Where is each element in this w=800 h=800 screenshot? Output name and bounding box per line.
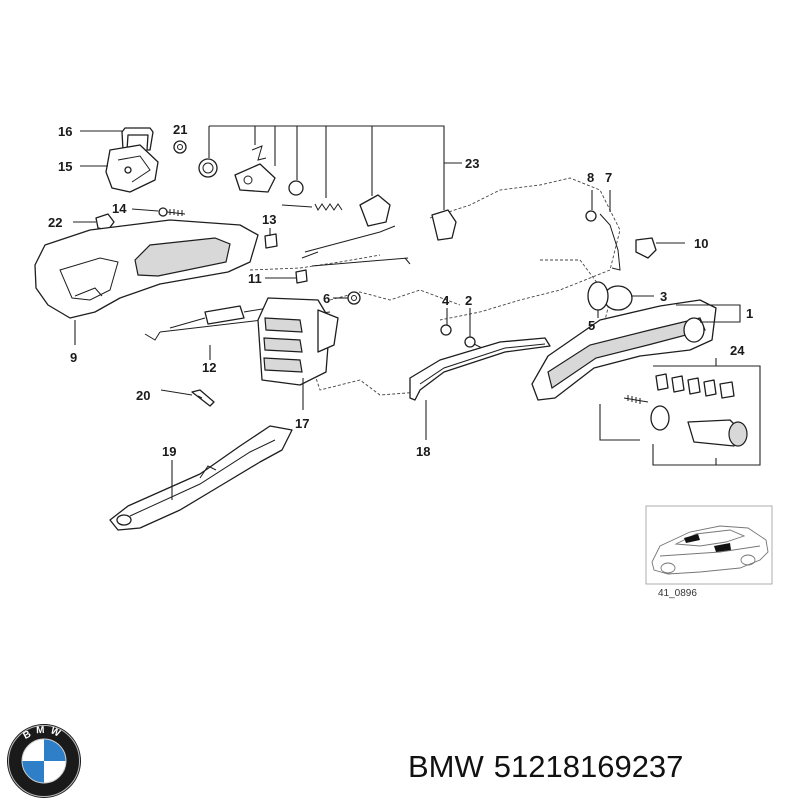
callout-22: 22 (48, 215, 62, 230)
part-10-clip (635, 237, 657, 259)
callout-14: 14 (112, 201, 127, 216)
callout-8: 8 (587, 170, 594, 185)
car-thumbnail: 41_0896 (645, 505, 773, 599)
callout-16: 16 (58, 124, 72, 139)
callout-11: 11 (248, 271, 262, 286)
callout-21: 21 (173, 122, 187, 137)
callout-5: 5 (588, 318, 595, 333)
callout-labels: 16 21 15 23 8 7 14 22 13 10 11 6 4 2 3 1… (48, 122, 753, 459)
callout-6: 6 (323, 291, 330, 306)
part-23-assembly (198, 145, 457, 241)
part-24-lock-cylinder (623, 373, 748, 447)
callout-2: 2 (465, 293, 472, 308)
callout-3: 3 (660, 289, 667, 304)
leader-lines (73, 125, 761, 500)
callout-19: 19 (162, 444, 176, 459)
part-15-bracket (105, 144, 159, 193)
part-13-clip (264, 233, 278, 249)
callout-1: 1 (746, 306, 753, 321)
brand-name: BMW (408, 749, 484, 784)
part-1-outer-handle (531, 299, 717, 401)
callout-23: 23 (465, 156, 479, 171)
bmw-logo: BMW (7, 724, 81, 798)
part-number: 51218169237 (493, 749, 684, 784)
part-9-inner-handle (34, 219, 259, 319)
part-8-nut (585, 210, 597, 222)
figure-code: 41_0896 (658, 588, 697, 599)
part-17-lock-unit (257, 297, 339, 386)
part-5-gasket (587, 281, 609, 311)
part-20-bolt (191, 389, 215, 407)
part-19-bracket (109, 425, 293, 531)
callout-7: 7 (605, 170, 612, 185)
part-4-washer (440, 324, 452, 336)
callout-13: 13 (262, 212, 276, 227)
part-11-clip (295, 269, 308, 284)
part-18-gasket (409, 337, 551, 401)
callout-17: 17 (295, 416, 309, 431)
callout-10: 10 (694, 236, 708, 251)
part-number-caption: BMW 51218169237 (408, 742, 793, 792)
part-7-rod (599, 213, 621, 271)
part-21-nut (173, 140, 187, 154)
callout-20: 20 (136, 388, 150, 403)
callout-12: 12 (202, 360, 216, 375)
callout-24: 24 (730, 343, 745, 358)
callout-9: 9 (70, 350, 77, 365)
part-6-nut (347, 291, 361, 305)
part-22-clip (95, 213, 115, 231)
callout-4: 4 (442, 293, 450, 308)
callout-15: 15 (58, 159, 72, 174)
part-14-screw (158, 207, 186, 217)
callout-18: 18 (416, 444, 430, 459)
